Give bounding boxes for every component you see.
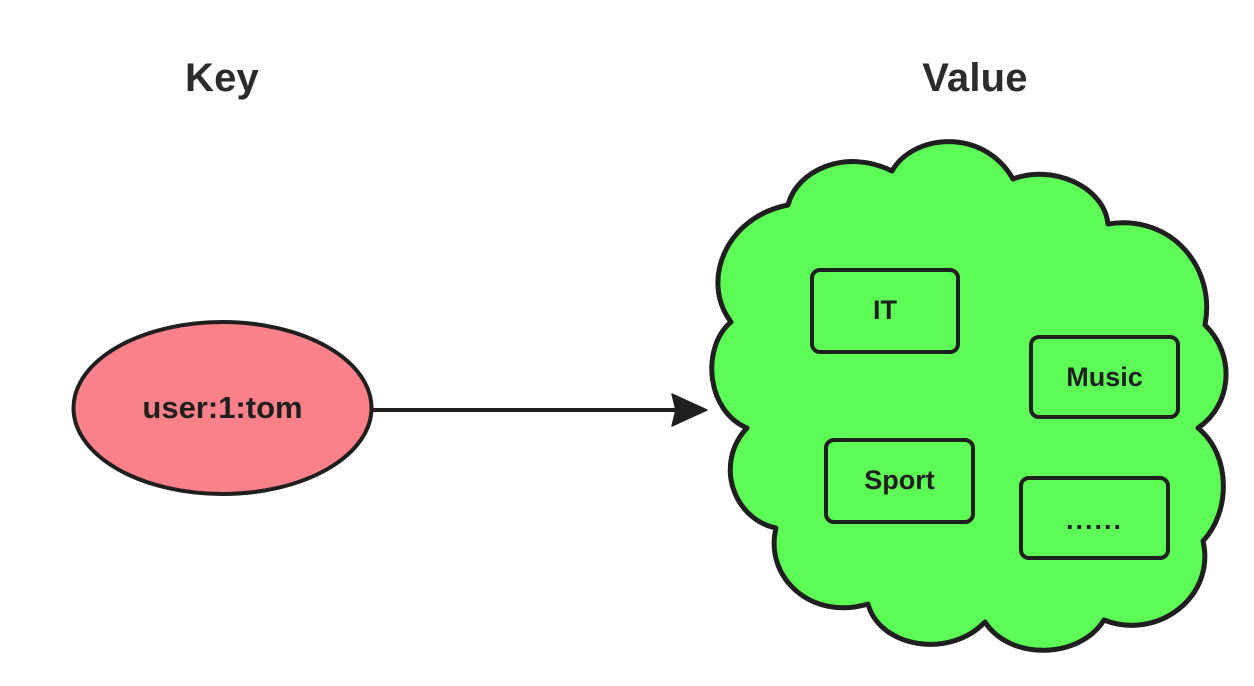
value-item-box-sport[interactable] xyxy=(824,438,975,524)
connector-arrow-head xyxy=(671,393,708,427)
column-title-value: Value xyxy=(922,56,1028,100)
key-node-ellipse[interactable] xyxy=(71,320,374,496)
connector-arrow xyxy=(372,393,708,427)
value-item-box-ellipsis[interactable] xyxy=(1019,476,1170,560)
column-title-key: Key xyxy=(185,56,259,100)
value-item-box-it[interactable] xyxy=(810,268,960,354)
value-item-box-music[interactable] xyxy=(1029,335,1180,419)
